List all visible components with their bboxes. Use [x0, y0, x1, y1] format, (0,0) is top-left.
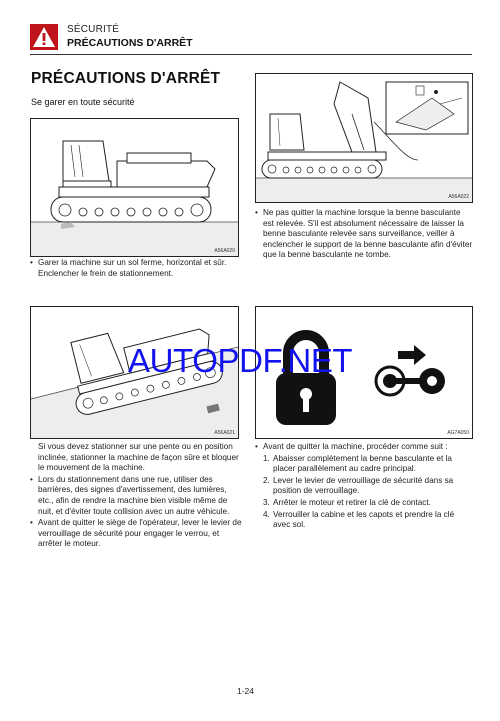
figure-lock-and-key: AG7A050: [255, 306, 473, 439]
key-ignition-icon: [374, 345, 445, 397]
text-block-flat-ground: Garer la machine sur un sol ferme, horiz…: [30, 258, 240, 279]
figure-code: A56A022: [448, 194, 469, 200]
padlock-and-key-illustration: [276, 330, 445, 425]
page-title: PRÉCAUTIONS D'ARRÊT: [31, 70, 221, 87]
list-item: Lors du stationnement dans une rue, util…: [30, 475, 242, 517]
list-item: Ne pas quitter la machine lorsque la ben…: [255, 208, 473, 261]
section-label: SÉCURITÉ: [67, 24, 120, 35]
figure-parking-slope: A56A021: [30, 306, 239, 439]
header-title: PRÉCAUTIONS D'ARRÊT: [67, 37, 193, 49]
watermark: AUTOPDF.NET: [128, 342, 353, 379]
list-item: Garer la machine sur un sol ferme, horiz…: [30, 258, 240, 279]
subtitle: Se garer en toute sécurité: [31, 97, 135, 107]
step-item: 1.Abaisser complètement la benne bascula…: [263, 453, 452, 474]
figure-raised-dump-body: A56A022: [255, 73, 473, 203]
slope-intro: Si vous devez stationner sur une pente o…: [38, 442, 239, 473]
warning-triangle-icon: [30, 24, 58, 50]
text-block-leaving-machine: Avant de quitter la machine, procéder co…: [255, 442, 471, 531]
figure-code: A56A021: [214, 430, 235, 436]
leaving-intro: Avant de quitter la machine, procéder co…: [255, 442, 471, 453]
crawler-carrier-slope-illustration: [31, 328, 238, 438]
text-block-dump-body: Ne pas quitter la machine lorsque la ben…: [255, 208, 473, 261]
step-item: 4.Verrouiller la cabine et les capots et…: [263, 509, 455, 530]
header-divider: [30, 54, 472, 55]
page-number: 1-24: [237, 686, 255, 696]
step-item: 3.Arrêter le moteur et retirer la clé de…: [263, 497, 431, 507]
list-item: Avant de quitter le siège de l'opérateur…: [30, 518, 242, 550]
dump-body-support-illustration: [256, 81, 472, 202]
figure-parking-flat: A56A020: [30, 118, 239, 257]
crawler-carrier-illustration: [31, 140, 238, 256]
text-block-slope: Si vous devez stationner sur une pente o…: [30, 442, 242, 550]
figure-code: AG7A050: [447, 430, 469, 436]
step-item: 2.Lever le levier de verrouillage de séc…: [263, 475, 454, 496]
figure-code: A56A020: [214, 248, 235, 254]
padlock-icon: [276, 330, 336, 425]
